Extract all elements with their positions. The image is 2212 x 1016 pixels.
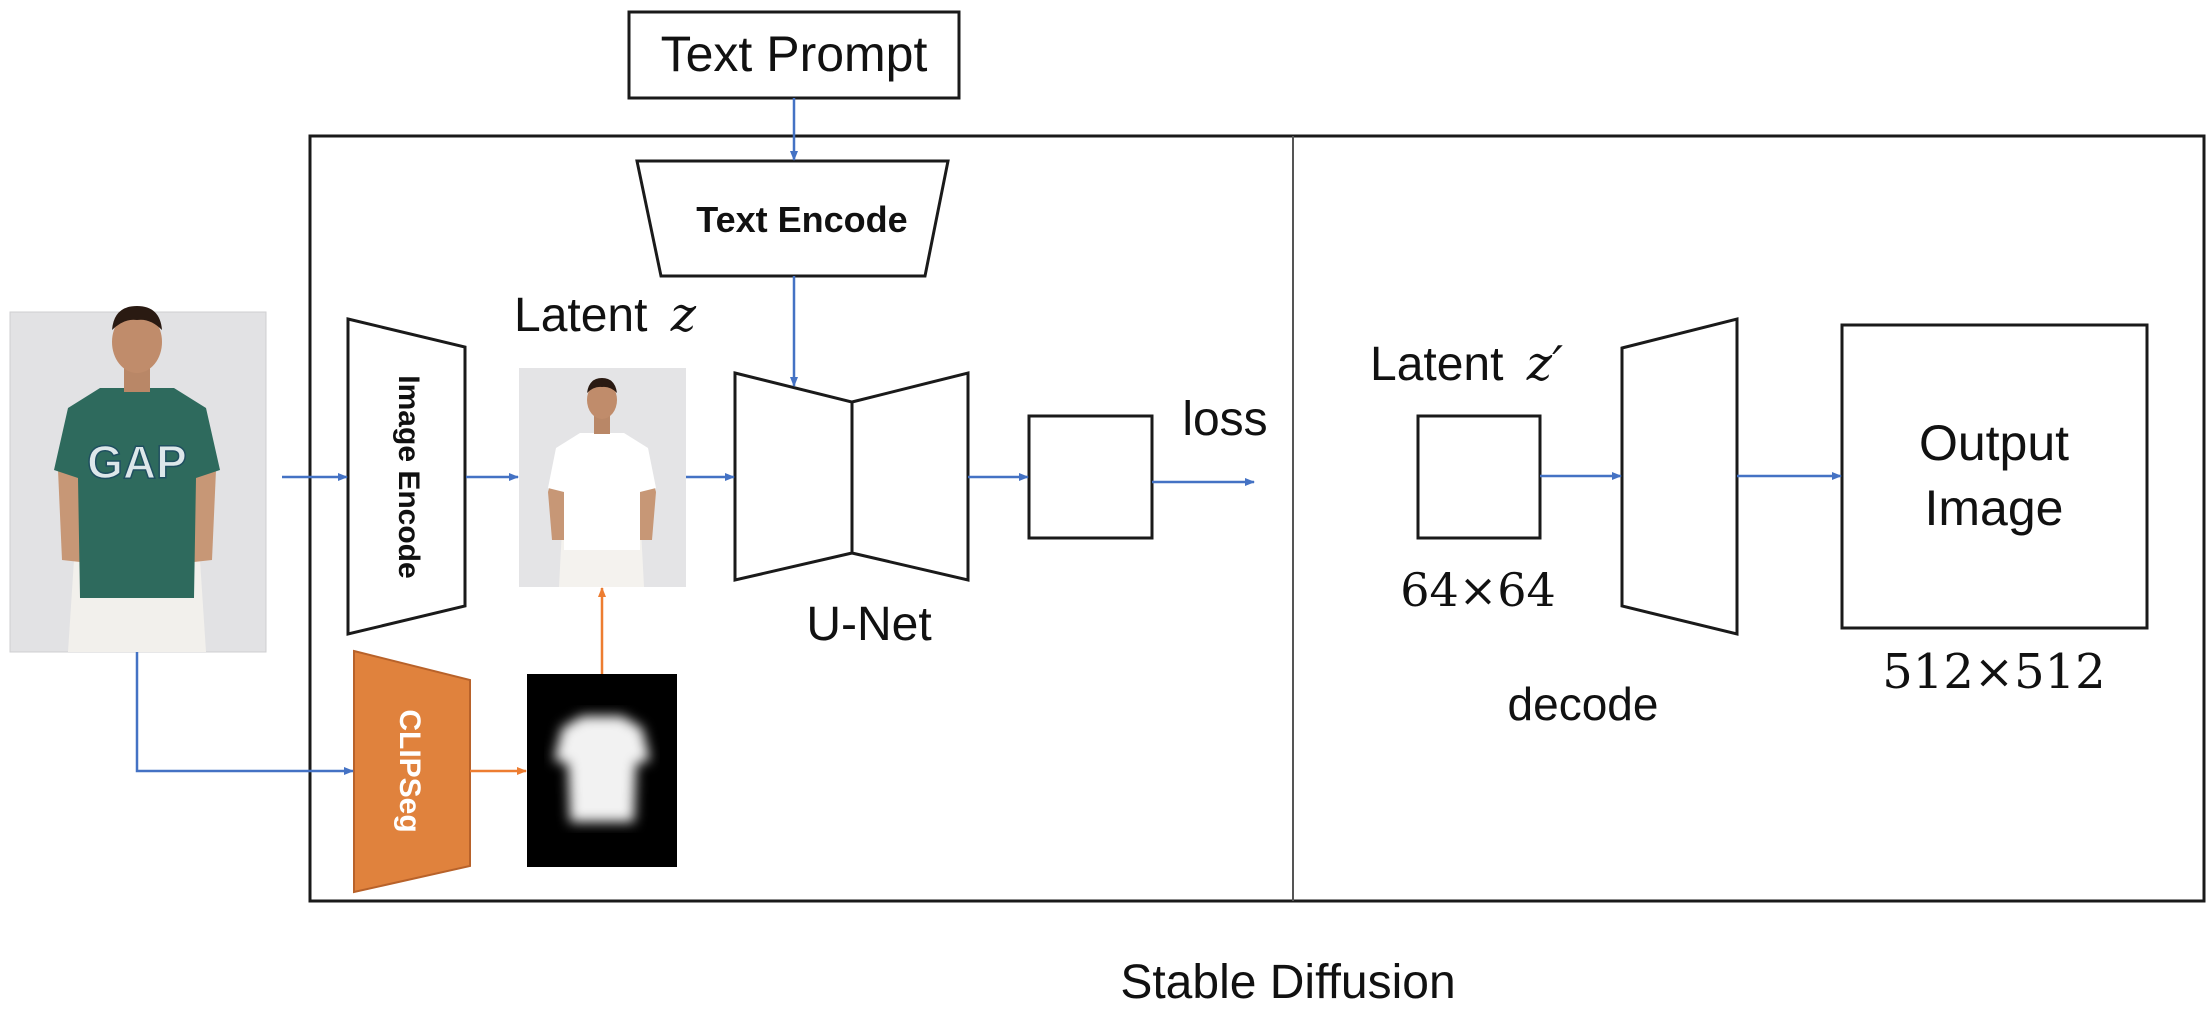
output-image-box: [1840, 323, 2149, 630]
clipseg-label: CLIPSeg: [393, 709, 426, 832]
clipseg-trapezoid: [353, 649, 471, 894]
text-prompt-box: [627, 10, 961, 100]
unet-block: [733, 371, 970, 582]
image-encode-trapezoid: [346, 317, 467, 636]
stable-diffusion-frame: [308, 134, 2206, 903]
latent-z-word: Latent: [514, 289, 647, 342]
input-photo: GAP: [9, 306, 267, 653]
latent-z-prime-box: [1416, 414, 1542, 540]
text-encode-trapezoid: [635, 159, 950, 278]
latent-z-label: Latent z: [514, 287, 697, 343]
loss-box: [1027, 414, 1154, 540]
latent-z-prime-symbol: z′: [1526, 336, 1563, 392]
latent-size-label: 64×64: [1400, 563, 1556, 617]
image-encode-label: Image Encode: [392, 375, 425, 578]
decoder-trapezoid: [1620, 317, 1739, 636]
shirt-logo-text: GAP: [87, 436, 187, 488]
latent-z-prime-word: Latent: [1370, 338, 1503, 391]
output-image-label-line1: Output: [1919, 415, 2069, 471]
unet-decoder-half: [850, 371, 970, 582]
text-encode-label: Text Encode: [696, 199, 907, 240]
latent-z-image: [519, 368, 686, 587]
mask-image: [527, 674, 677, 867]
output-image-label-line2: Image: [1925, 480, 2064, 536]
diagram-caption: Stable Diffusion: [1120, 956, 1455, 1009]
unet-label: U-Net: [806, 598, 931, 651]
loss-label: loss: [1182, 393, 1267, 446]
text-prompt-label: Text Prompt: [661, 26, 928, 82]
decode-label: decode: [1508, 678, 1659, 730]
unet-encoder-half: [733, 371, 854, 582]
latent-z-symbol: z: [670, 287, 697, 343]
output-size-label: 512×512: [1882, 644, 2105, 700]
latent-z-prime-label: Latent z′: [1370, 336, 1563, 392]
arrow-photo-to-clipseg: [135, 652, 354, 775]
